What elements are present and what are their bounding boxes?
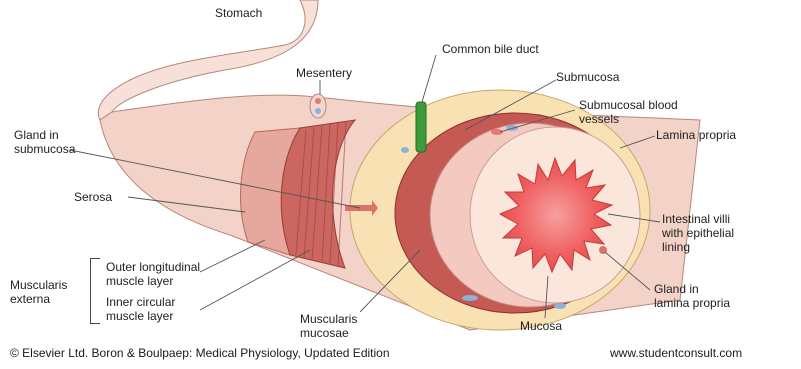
label-inner-circular: Inner circular muscle layer [106,295,175,323]
label-gland-in-lamina-propria: Gland in lamina propria [654,282,730,310]
label-gland-in-submucosa: Gland in submucosa [14,128,75,156]
label-muscularis-externa: Muscularis externa [10,278,67,306]
label-lamina-propria: Lamina propria [656,128,736,142]
label-outer-longitudinal: Outer longitudinal muscle layer [106,260,200,288]
copyright-credit: © Elsevier Ltd. Boron & Boulpaep: Medica… [10,346,390,360]
bile-duct [416,102,426,152]
label-stomach: Stomach [215,6,262,20]
label-muscularis-mucosae: Muscularis mucosae [300,312,357,340]
label-submucosa: Submucosa [556,70,619,84]
label-serosa: Serosa [74,190,112,204]
website-link[interactable]: www.studentconsult.com [610,346,742,360]
label-mesentery: Mesentery [296,66,352,80]
muscularis-brace [90,258,100,324]
label-mucosa: Mucosa [520,319,562,333]
label-common-bile-duct: Common bile duct [442,42,539,56]
label-intestinal-villi: Intestinal villi with epithelial lining [662,212,734,254]
label-submucosal-blood-vessels: Submucosal blood vessels [579,98,678,126]
mesentery-vessels [310,94,326,118]
